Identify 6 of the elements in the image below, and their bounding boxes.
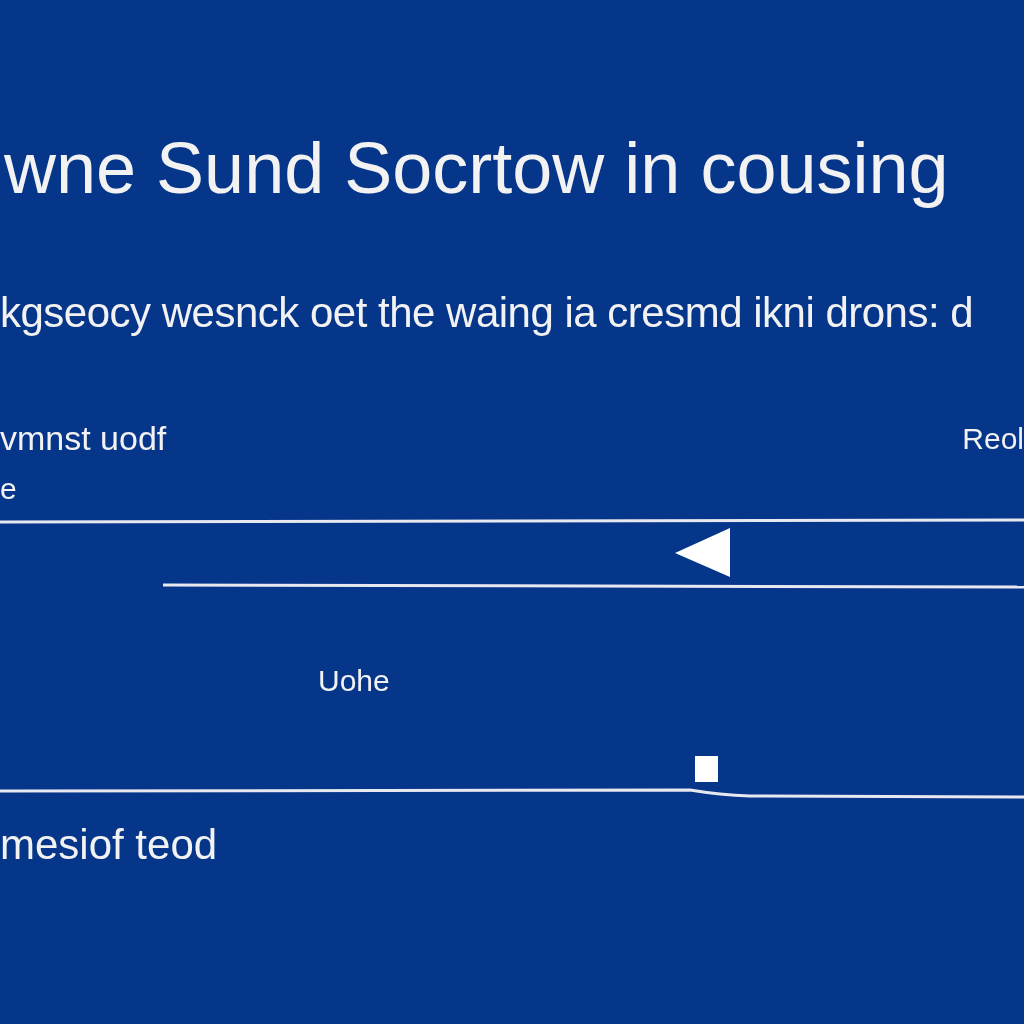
text-label: e [0,471,17,507]
text-label: Uohe [318,663,390,699]
text-label: mesiof teod [0,820,218,870]
text-label: vmnst uodf [0,418,167,459]
text-label: Reol [962,421,1024,457]
text-label: kgseocy wesnck oet the waing ia cresmd ikni drons: d [0,288,974,338]
